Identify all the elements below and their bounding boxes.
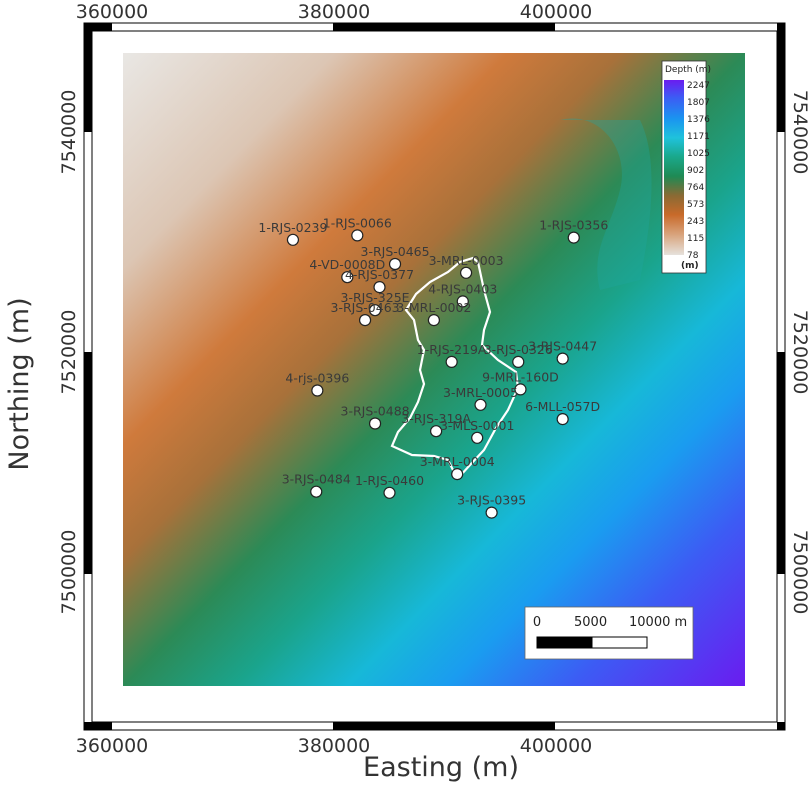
scale-label: 5000: [574, 615, 607, 630]
well-marker: [445, 355, 458, 368]
well-label: 3-RJS-0395: [457, 493, 526, 508]
well-label: 6-MLL-057D: [525, 399, 600, 414]
x-axis-title: Easting (m): [363, 752, 519, 783]
y-tick-label-left: 7500000: [58, 530, 80, 615]
legend-value-label: 764: [687, 183, 704, 193]
x-tick-label-top: 400000: [520, 1, 593, 23]
well-label: 3-MRL-0002: [396, 300, 471, 315]
x-tick-label-bottom: 360000: [76, 735, 149, 757]
x-tick-label-bottom: 400000: [520, 735, 593, 757]
legend-value-label: 243: [687, 217, 704, 227]
well-label: 3-MRL-0003: [429, 253, 504, 268]
y-axis-title: Northing (m): [4, 297, 35, 470]
x-tick-label-bottom: 380000: [298, 735, 371, 757]
well-label: 3-RJS-319A: [401, 411, 471, 426]
well-marker: [311, 384, 324, 397]
well-marker: [383, 486, 396, 499]
well-label: 4-rjs-0396: [285, 371, 349, 386]
well-marker: [556, 352, 569, 365]
well-label: 4-RJS-0403: [428, 281, 497, 296]
well-marker: [341, 271, 354, 284]
scale-label: 10000 m: [629, 615, 687, 630]
well-label: 3-MRL-0005: [443, 385, 518, 400]
well-marker: [430, 425, 443, 438]
scale-segment: [591, 636, 648, 649]
well-marker: [368, 417, 382, 430]
scale-bar: 0 5000 10000 m: [524, 606, 694, 660]
well-label: 1-RJS-0239: [258, 220, 327, 235]
well-marker: [427, 314, 440, 327]
well-marker: [514, 383, 527, 396]
legend-value-label: 1171: [687, 132, 710, 142]
x-tick-label-top: 360000: [76, 1, 149, 23]
well-label: 4-RJS-0377: [345, 267, 414, 282]
legend-value-label: 1807: [687, 98, 710, 108]
well-marker: [368, 304, 382, 317]
well-label: 3-RJS-0447: [528, 339, 597, 354]
y-tick-label-right: 7540000: [789, 90, 809, 175]
well-label: 3-MLS-0001: [440, 418, 514, 433]
well-label: 3-RJS-0484: [282, 472, 351, 487]
well-marker: [512, 355, 525, 368]
legend-value-label: 78: [687, 251, 699, 261]
legend-unit: (m): [681, 261, 699, 271]
legend-value-label: 115: [687, 234, 704, 244]
well-marker: [471, 431, 484, 444]
well-label: 3-RJS-325E: [341, 290, 410, 305]
well-marker: [485, 506, 498, 519]
well-label: 1-RJS-0460: [355, 473, 424, 488]
legend-title: Depth (m): [665, 65, 711, 75]
scale-segment: [536, 636, 593, 649]
well-marker: [456, 295, 469, 308]
well-marker: [556, 413, 569, 426]
well-label: 1-RJS-0356: [539, 218, 608, 233]
depth-surface: [123, 53, 745, 686]
y-tick-label-left: 7520000: [58, 310, 80, 395]
well-label: 3-RJS-0326: [484, 342, 553, 357]
well-label: 3-MRL-0004: [420, 454, 495, 469]
well-marker: [310, 485, 323, 498]
well-label: 1-RJS-219A: [417, 342, 487, 357]
well-marker: [459, 266, 473, 279]
well-label: 3-RJS-0463: [331, 300, 400, 315]
well-label: 1-RJS-0066: [323, 215, 392, 230]
well-marker: [474, 398, 487, 411]
well-marker: [388, 257, 402, 271]
shelf-feature: [560, 118, 652, 290]
well-marker: [567, 231, 580, 244]
scale-label: 0: [533, 615, 541, 630]
y-tick-label-right: 7500000: [789, 530, 809, 615]
well-marker: [451, 468, 464, 481]
well-marker: [351, 229, 364, 242]
well-label: 3-RJS-0488: [341, 404, 410, 419]
well-label: 9-MRL-160D: [482, 369, 559, 384]
well-marker: [373, 281, 386, 294]
legend-value-label: 2247: [687, 81, 710, 91]
well-label: 4-VD-0008D: [309, 257, 385, 272]
depth-legend: Depth (m) 2247 1807 1376 1171 1025 902 764 573 2…: [661, 60, 711, 274]
well-label: 3-RJS-0465: [361, 244, 430, 259]
y-tick-label-left: 7540000: [58, 90, 80, 175]
well-marker: [286, 233, 300, 246]
well-marker: [358, 314, 372, 327]
reservoir-outline: [390, 256, 520, 478]
legend-value-label: 573: [687, 200, 704, 210]
legend-value-label: 1025: [687, 149, 710, 159]
legend-value-label: 902: [687, 166, 704, 176]
legend-value-label: 1376: [687, 115, 710, 125]
x-tick-label-top: 380000: [298, 1, 371, 23]
y-tick-label-right: 7520000: [789, 310, 809, 395]
